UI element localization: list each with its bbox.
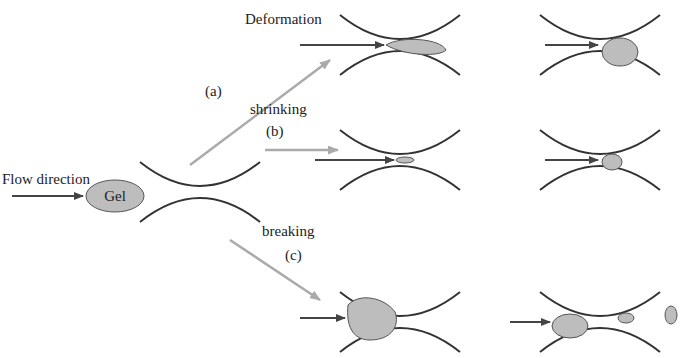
branch-letter: (b) <box>266 122 284 140</box>
flow-direction-label: Flow direction <box>2 170 90 188</box>
branch-label: shrinking <box>250 100 307 118</box>
branch-letter: (c) <box>285 246 302 264</box>
gel-ellipse: Gel <box>85 179 145 213</box>
branch-letter: (a) <box>205 82 222 100</box>
branch-label: breaking <box>262 222 314 240</box>
gel-text: Gel <box>104 187 126 205</box>
branch-label: Deformation <box>245 10 322 28</box>
